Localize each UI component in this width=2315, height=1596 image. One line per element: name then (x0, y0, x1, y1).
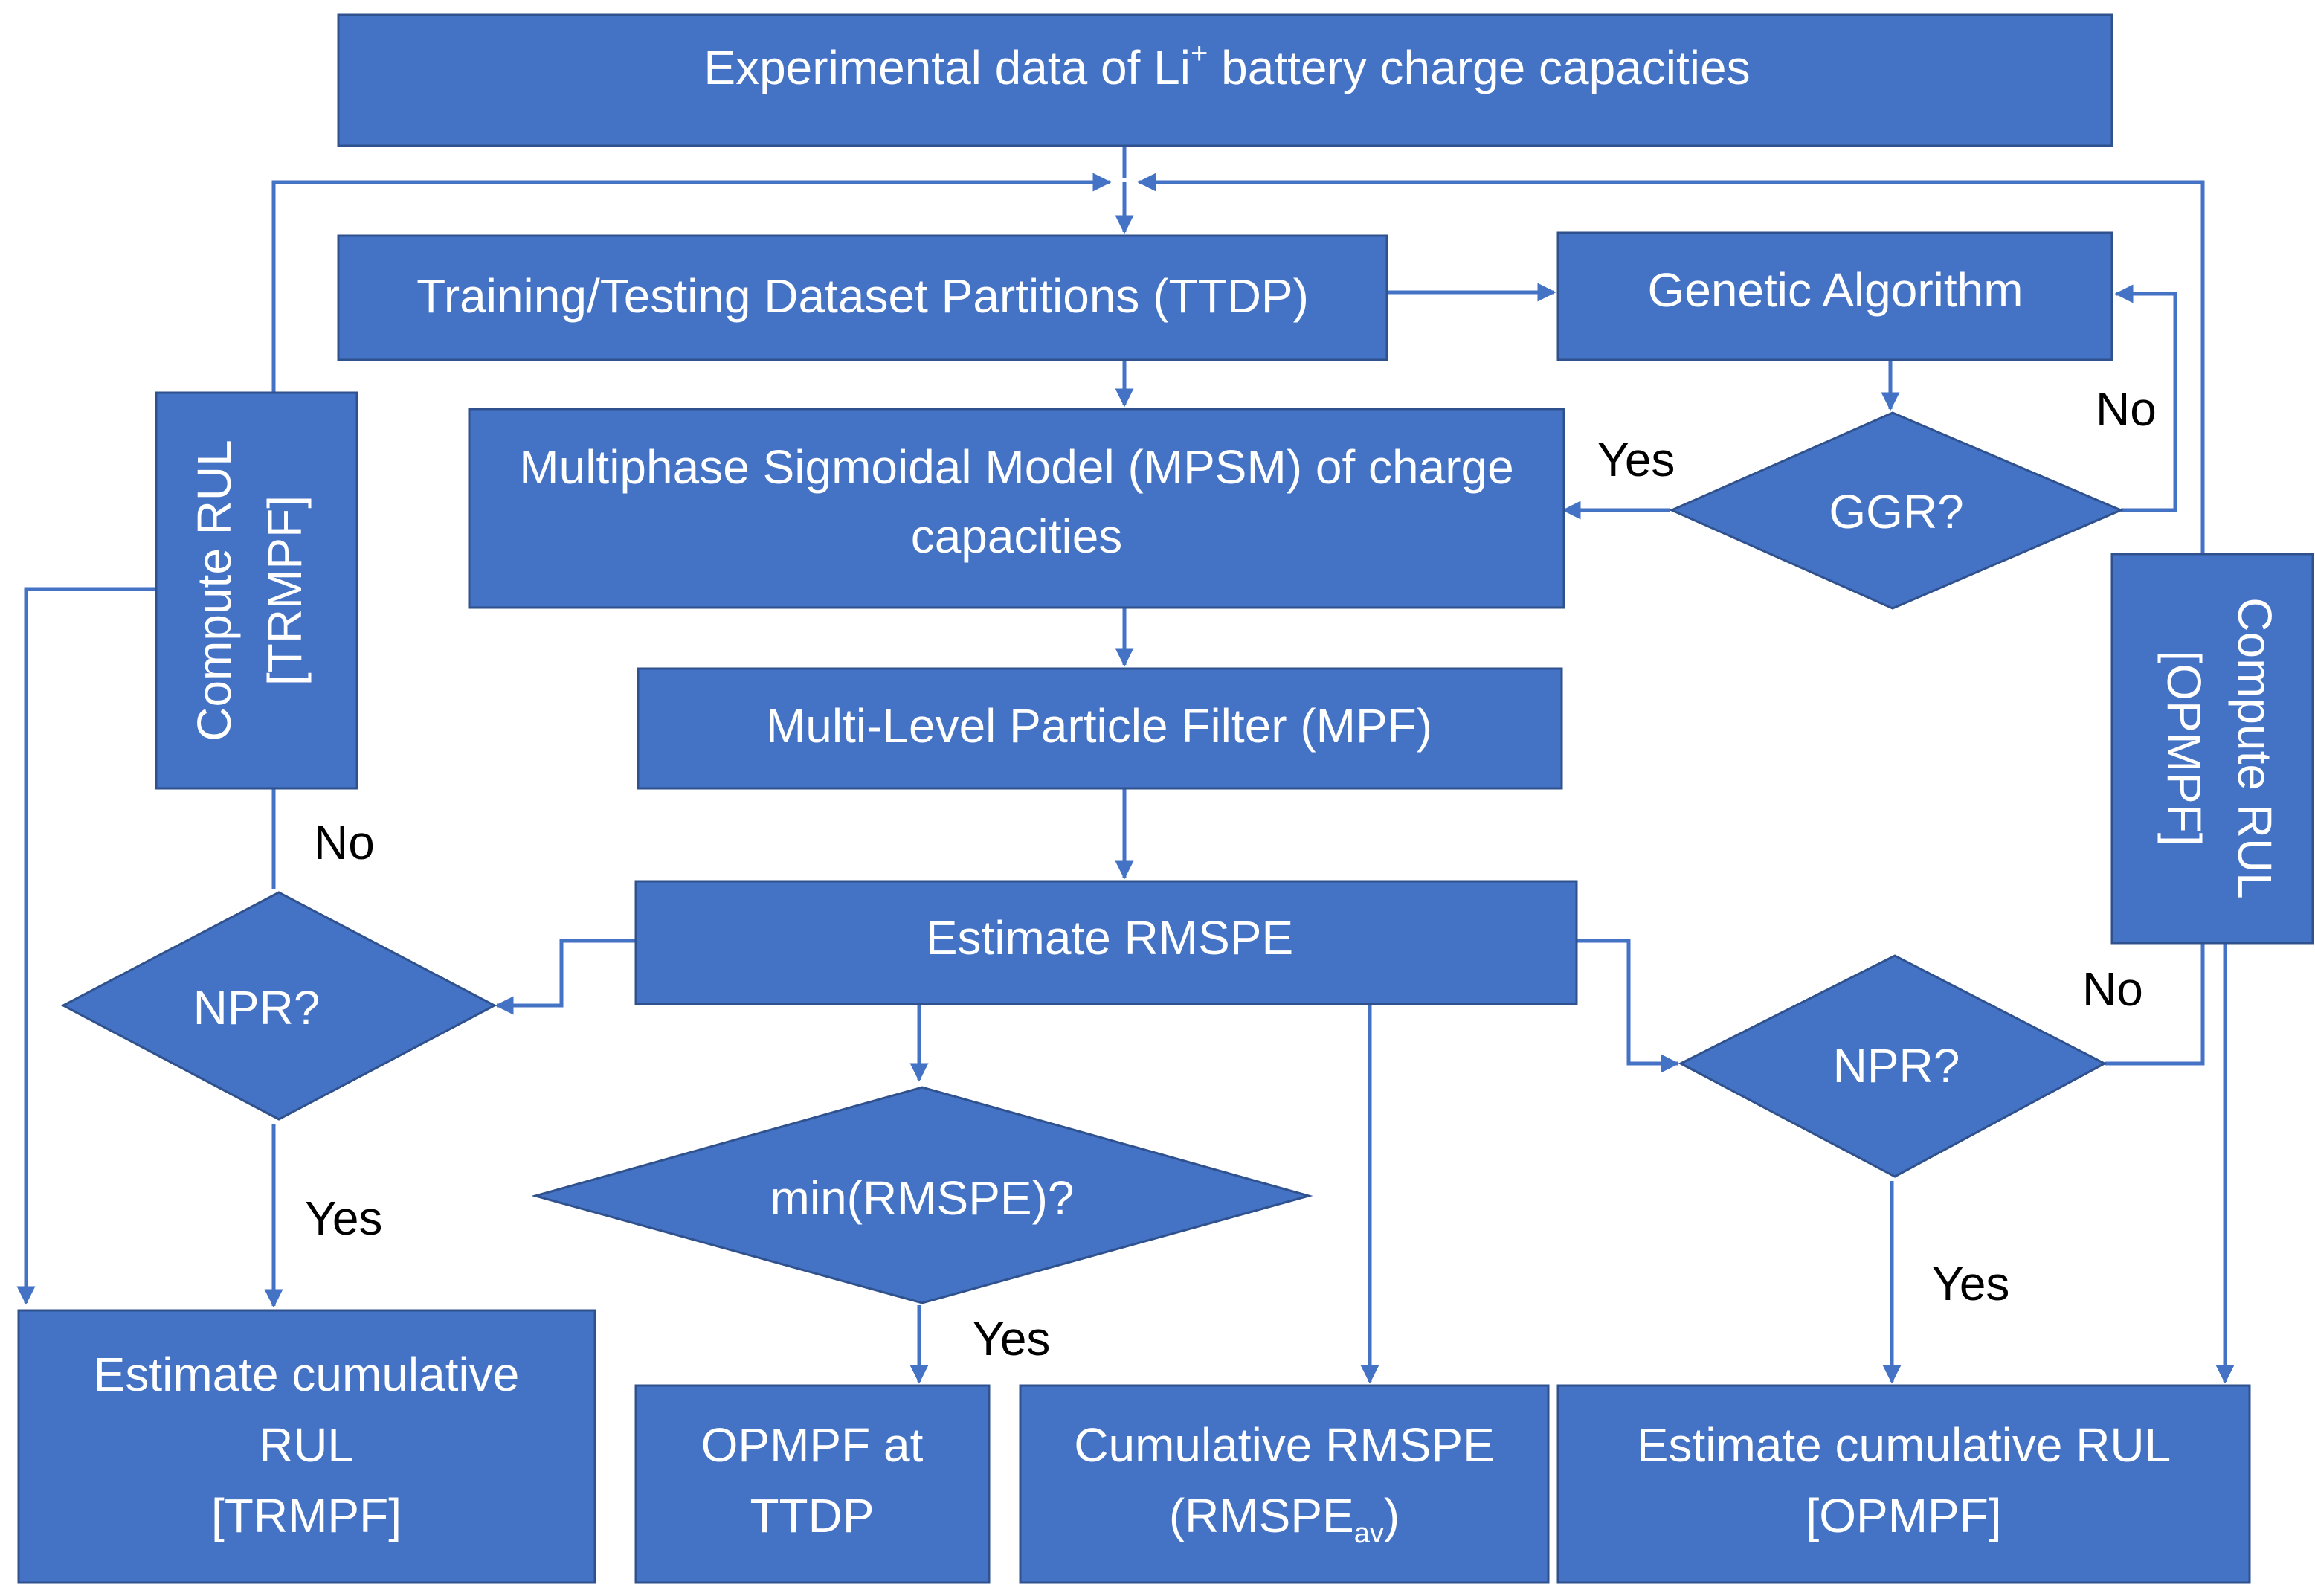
compute-rul-trmpf-line1: Compute RUL (187, 440, 241, 741)
node-compute-rul-opmpf: Compute RUL [OPMPF] (2110, 553, 2314, 945)
node-estimate-cum-trmpf: Estimate cumulative RUL [TRMPF] (17, 1309, 596, 1584)
ttdp-text: Training/Testing Dataset Partitions (TTD… (416, 269, 1309, 323)
compute-rul-opmpf-line1: Compute RUL (2228, 597, 2282, 899)
genetic-algorithm-text: Genetic Algorithm (1647, 263, 2023, 317)
opmpf-ttdp-line2: TTDP (750, 1489, 874, 1542)
node-genetic-algorithm: Genetic Algorithm (1556, 231, 2113, 361)
experimental-data-sup: + (1191, 37, 1208, 70)
estimate-cum-trmpf-line1: Estimate cumulative (94, 1348, 520, 1401)
node-npr-right: NPR? (1678, 954, 2108, 1178)
node-mpf: Multi-Level Particle Filter (MPF) (637, 667, 1563, 790)
node-opmpf-ttdp: OPMPF at TTDP (634, 1384, 991, 1584)
mpsm-text-line2: capacities (911, 509, 1123, 563)
node-npr-left: NPR? (60, 891, 498, 1121)
cumulative-rmspe-line1: Cumulative RMSPE (1074, 1418, 1495, 1472)
node-min-rmspe: min(RMSPE)? (531, 1086, 1313, 1304)
connector-trmpf-loop (271, 173, 1112, 393)
mpf-text: Multi-Level Particle Filter (MPF) (766, 699, 1432, 753)
node-cumulative-rmspe: Cumulative RMSPE (RMSPEav) (1019, 1384, 1550, 1584)
compute-rul-opmpf-line2: [OPMPF] (2157, 650, 2211, 846)
label-ggr-yes: Yes (1597, 433, 1675, 486)
npr-left-text: NPR? (193, 981, 321, 1034)
node-ggr: GGR? (1669, 411, 2124, 610)
node-ttdp: Training/Testing Dataset Partitions (TTD… (337, 234, 1388, 361)
node-compute-rul-trmpf: Compute RUL [TRMPF] (155, 391, 358, 790)
node-experimental-data: Experimental data of Li+ battery charge … (337, 13, 2113, 147)
estimate-rmspe-text: Estimate RMSPE (926, 911, 1293, 965)
node-mpsm: Multiphase Sigmoidal Model (MPSM) of cha… (468, 408, 1565, 609)
connector-npr-right-no (2105, 943, 2205, 1066)
ggr-text: GGR? (1829, 485, 1963, 538)
node-estimate-cum-opmpf: Estimate cumulative RUL [OPMPF] (1556, 1384, 2251, 1584)
cumulative-rmspe-sub: av (1354, 1518, 1384, 1549)
estimate-cum-trmpf-line3: [TRMPF] (211, 1489, 402, 1542)
connector-rmspe-to-npr-right (1577, 939, 1680, 1073)
opmpf-ttdp-line1: OPMPF at (701, 1418, 924, 1472)
mpsm-text-line1: Multiphase Sigmoidal Model (MPSM) of cha… (519, 440, 1513, 494)
label-npr-left-yes: Yes (305, 1191, 382, 1245)
npr-right-text: NPR? (1833, 1039, 1960, 1093)
connector-ggr-no (2114, 284, 2177, 512)
node-estimate-rmspe: Estimate RMSPE (634, 880, 1578, 1005)
estimate-cum-opmpf-line2: [OPMPF] (1806, 1489, 2001, 1542)
connectors (16, 146, 2235, 1384)
experimental-data-text-b: battery charge capacities (1208, 41, 1750, 94)
label-ggr-no: No (2096, 382, 2157, 436)
label-min-yes: Yes (973, 1312, 1050, 1365)
label-npr-right-yes: Yes (1932, 1257, 2009, 1310)
label-npr-left-no: No (314, 816, 375, 869)
connector-rmspe-to-npr-left (495, 939, 636, 1015)
estimate-cum-trmpf-line2: RUL (259, 1418, 354, 1472)
connector-opmpf-loop (1137, 173, 2205, 554)
compute-rul-trmpf-line2: [TRMPF] (258, 495, 312, 686)
svg-text:(RMSPEav): (RMSPEav) (1169, 1489, 1400, 1549)
edge-labels: Yes No No Yes Yes No Yes (305, 382, 2157, 1365)
label-npr-right-no: No (2082, 962, 2143, 1016)
connector-trmpf-to-cum (16, 587, 155, 1305)
experimental-data-text-a: Experimental data of Li (703, 41, 1191, 94)
min-rmspe-text: min(RMSPE)? (770, 1171, 1075, 1225)
svg-text:Experimental data of Li+ batte: Experimental data of Li+ battery charge … (703, 37, 1750, 94)
cumulative-rmspe-line2a: (RMSPE (1169, 1489, 1354, 1542)
estimate-cum-opmpf-line1: Estimate cumulative RUL (1637, 1418, 2171, 1472)
cumulative-rmspe-line2b: ) (1384, 1489, 1400, 1542)
